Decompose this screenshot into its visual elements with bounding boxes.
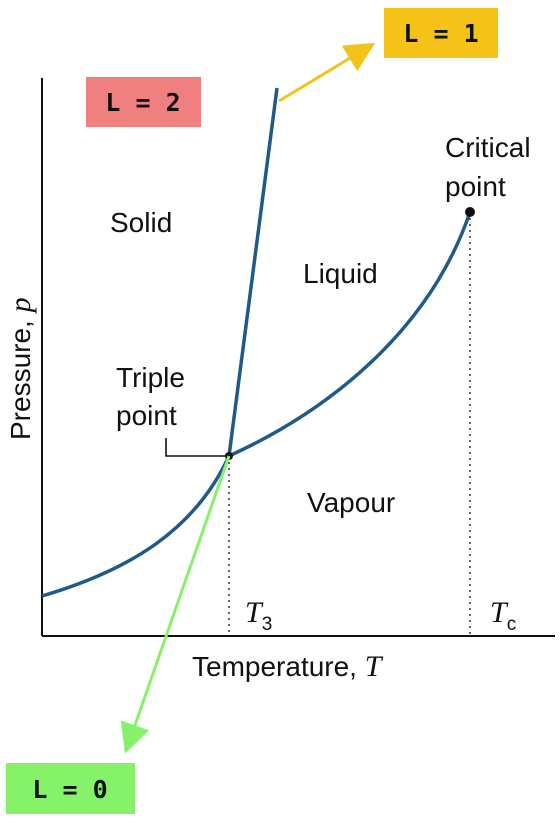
badge-l1-background [384,8,498,58]
critical-point-marker [465,207,475,217]
badge-l0: L = 0 [6,763,135,814]
t3-tick-label: T3 [245,596,272,635]
badge-l0-background [6,763,135,814]
badge-l1-text: L = 1 [403,19,478,48]
tc-tick-main: T [490,596,509,629]
badge-l2-text: L = 2 [105,88,180,117]
badge-l2-background [86,77,201,127]
y-axis-label-var: p [4,297,37,314]
x-axis-label-var: T [365,650,384,683]
x-axis-label: Temperature, T [192,650,384,683]
y-axis-label: Pressure, p [4,297,37,440]
region-liquid-label: Liquid [303,258,378,289]
badge-l0-text: L = 0 [32,775,107,804]
y-axis-label-prefix: Pressure, [5,312,36,440]
critical-point-label-line2: point [445,171,506,202]
tc-tick-sub: c [507,614,517,635]
x-axis-label-prefix: Temperature, [192,651,365,682]
region-vapour-label: Vapour [307,487,395,518]
vaporization-curve [228,211,472,458]
tc-tick-label: Tc [490,596,516,635]
region-solid-label: Solid [110,207,172,238]
arrow-l1 [278,42,376,103]
triple-point-label-line1: Triple [116,362,185,393]
triple-point-label-line2: point [116,400,177,431]
badge-l2: L = 2 [86,77,201,127]
t3-tick-main: T [245,596,264,629]
badge-l1: L = 1 [384,8,498,58]
sublimation-curve [41,455,231,598]
t3-tick-sub: 3 [262,614,273,635]
arrow-l0 [120,455,231,754]
melting-curve [227,87,279,457]
triple-point-leader [165,438,229,457]
critical-point-label-line1: Critical [445,132,531,163]
